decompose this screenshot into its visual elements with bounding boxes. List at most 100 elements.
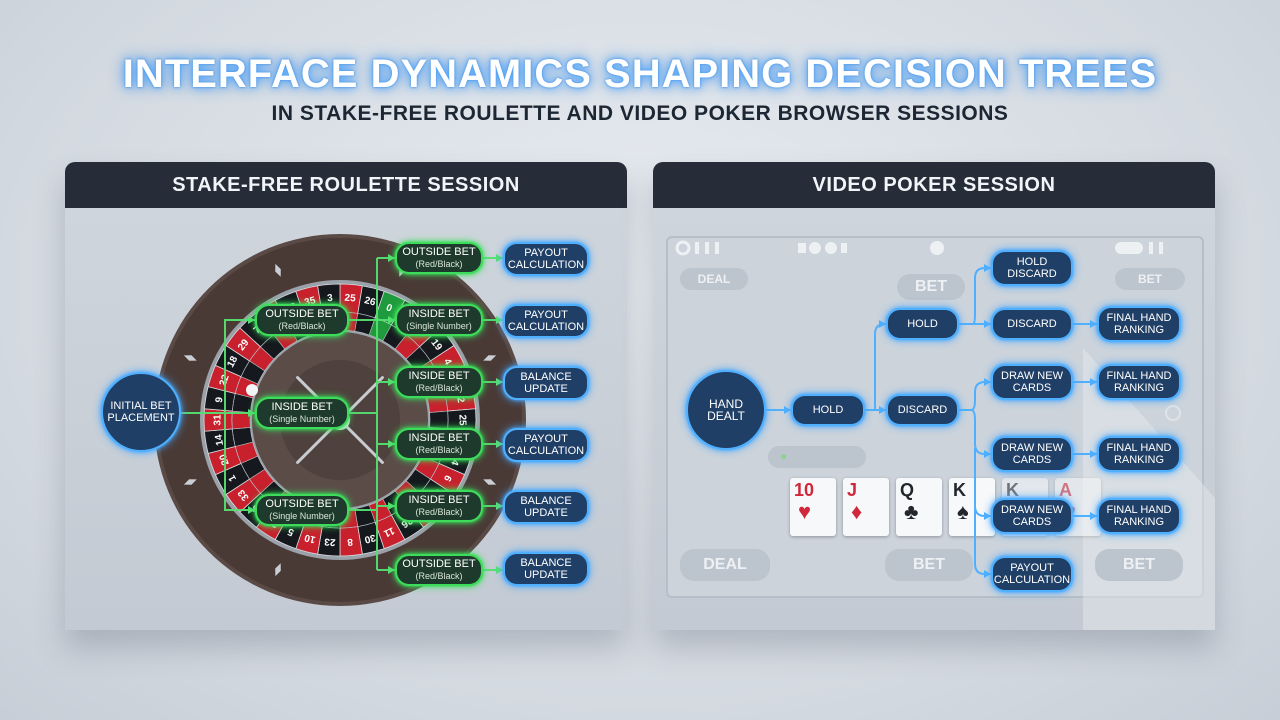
video-poker-panel: VIDEO POKER SESSION DEAL BET BET ● DEAL … bbox=[653, 162, 1215, 630]
node-sublabel: (Single Number) bbox=[269, 414, 335, 424]
node-label: PAYOUT bbox=[524, 247, 568, 259]
wheel-number: 11 bbox=[382, 524, 397, 538]
node-label: OUTSIDE BET bbox=[402, 246, 476, 258]
node-sublabel: (Single Number) bbox=[406, 321, 472, 331]
node-label: DRAW NEW bbox=[1001, 442, 1063, 454]
node-label: UPDATE bbox=[524, 569, 568, 581]
card-rank: K bbox=[953, 480, 966, 500]
node-label: PLACEMENT bbox=[107, 412, 175, 424]
inner-outside-bet-single-node: OUTSIDE BET(Single Number) bbox=[255, 494, 349, 526]
node-label: INSIDE BET bbox=[408, 370, 470, 382]
bet-button[interactable]: BET bbox=[885, 549, 973, 581]
discard-upper-node: DISCARD bbox=[991, 308, 1073, 340]
hold-upper-node: HOLD bbox=[886, 308, 959, 340]
node-label: OUTSIDE BET bbox=[265, 498, 339, 510]
wheel-number: 1 bbox=[226, 473, 239, 484]
card-rank: A bbox=[1059, 480, 1072, 500]
wheel-number: 9 bbox=[214, 396, 226, 404]
diamond-icon: ♦ bbox=[851, 499, 863, 524]
mid-bet-node-3: INSIDE BET(Red/Black) bbox=[395, 366, 483, 398]
node-label: UPDATE bbox=[524, 383, 568, 395]
wheel-number: 25 bbox=[456, 414, 467, 426]
wheel-number: 14 bbox=[213, 433, 226, 446]
card-rank: 10 bbox=[794, 480, 815, 500]
node-label: UPDATE bbox=[524, 507, 568, 519]
roulette-connector-lines bbox=[181, 254, 503, 574]
node-sublabel: (Red/Black) bbox=[415, 507, 463, 517]
wheel-number: 2 bbox=[454, 396, 466, 404]
wheel-number: 3 bbox=[327, 293, 334, 304]
discard-main-node: DISCARD bbox=[886, 394, 959, 426]
deal-button[interactable]: DEAL bbox=[680, 549, 770, 581]
node-sublabel: (Red/Black) bbox=[415, 571, 463, 581]
node-label: RANKING bbox=[1113, 324, 1165, 336]
bet-right-button[interactable]: BET bbox=[1095, 549, 1183, 581]
mid-bet-node-2: INSIDE BET(Single Number) bbox=[395, 304, 483, 336]
diamond-marker bbox=[275, 263, 281, 277]
mid-bet-node-4: INSIDE BET(Red/Black) bbox=[395, 428, 483, 460]
node-label: CALCULATION bbox=[507, 445, 585, 457]
card-k-spades[interactable]: K♠ bbox=[949, 478, 995, 536]
diamond-marker bbox=[483, 479, 497, 485]
card-q-clubs[interactable]: Q♣ bbox=[896, 478, 942, 536]
card-rank: J bbox=[847, 480, 858, 500]
wheel-number: 10 bbox=[303, 531, 317, 545]
video-poker-panel-body: DEAL BET BET ● DEAL BET BET 10♥ J♦ Q♣ K♠… bbox=[653, 208, 1215, 630]
bet-top-button[interactable]: BET bbox=[897, 274, 965, 300]
page-title: INTERFACE DYNAMICS SHAPING DECISION TREE… bbox=[122, 52, 1158, 96]
wheel-number: 30 bbox=[363, 531, 377, 545]
node-sublabel: (Red/Black) bbox=[278, 321, 326, 331]
card-10-hearts[interactable]: 10♥ bbox=[790, 478, 836, 536]
node-label: CARDS bbox=[1012, 516, 1052, 528]
card-j-diamonds[interactable]: J♦ bbox=[843, 478, 889, 536]
wheel-number: 18 bbox=[225, 354, 240, 369]
node-label: FINAL HAND bbox=[1106, 370, 1172, 382]
node-label: PAYOUT bbox=[524, 309, 568, 321]
node-sublabel: (Single Number) bbox=[269, 511, 335, 521]
wheel-number: 25 bbox=[344, 293, 356, 305]
node-label: OUTSIDE BET bbox=[402, 558, 476, 570]
diamond-marker bbox=[483, 355, 497, 361]
node-label: FINAL HAND bbox=[1106, 504, 1172, 516]
deal-small-button[interactable]: DEAL bbox=[680, 268, 748, 290]
inner-outside-bet-node: OUTSIDE BET(Red/Black) bbox=[255, 304, 349, 336]
node-label: PAYOUT bbox=[1010, 562, 1054, 574]
heart-icon: ♥ bbox=[798, 499, 812, 524]
wheel-spindle-arm bbox=[338, 418, 384, 464]
spade-icon: ♠ bbox=[957, 499, 969, 524]
wheel-number: 31 bbox=[213, 414, 224, 426]
node-label: HOLD bbox=[1016, 256, 1048, 268]
bet-small-right-button[interactable]: BET bbox=[1115, 268, 1185, 290]
node-sublabel: (Red/Black) bbox=[415, 445, 463, 455]
wheel-number: 23 bbox=[324, 535, 336, 547]
node-label: CALCULATION bbox=[507, 321, 585, 333]
diamond-marker bbox=[183, 355, 197, 361]
node-label: RANKING bbox=[1113, 516, 1165, 528]
poker-connector-lines bbox=[766, 264, 1097, 578]
node-label: HAND bbox=[708, 397, 743, 411]
wheel-number: 6 bbox=[441, 473, 454, 484]
node-sublabel: (Red/Black) bbox=[415, 383, 463, 393]
node-label: INSIDE BET bbox=[271, 401, 333, 413]
node-label: BALANCE bbox=[520, 557, 572, 569]
node-label: RANKING bbox=[1113, 454, 1165, 466]
card-rank: Q bbox=[900, 480, 915, 500]
node-sublabel: (Red/Black) bbox=[415, 259, 463, 269]
mid-bet-node-1: OUTSIDE BET(Red/Black) bbox=[395, 242, 483, 274]
status-pill: ● bbox=[768, 446, 866, 468]
node-label: BALANCE bbox=[520, 371, 572, 383]
video-poker-panel-title: VIDEO POKER SESSION bbox=[653, 162, 1215, 208]
node-label: INSIDE BET bbox=[408, 432, 470, 444]
roulette-panel: STAKE-FREE ROULETTE SESSION 252603215194… bbox=[65, 162, 627, 630]
